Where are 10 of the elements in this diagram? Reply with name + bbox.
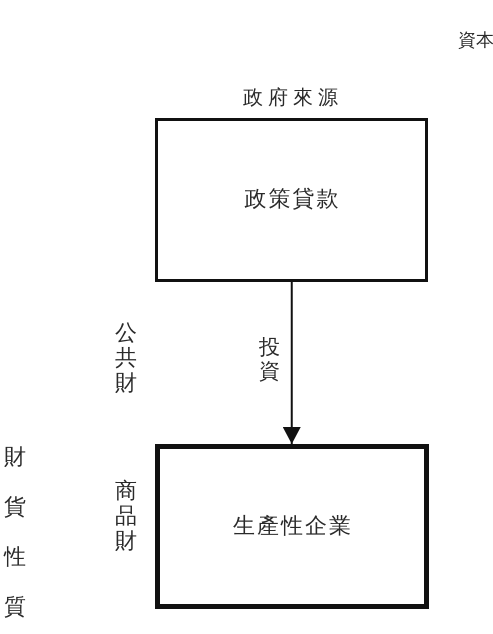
process-box [155, 118, 428, 282]
axis-title: 財貨性質 [4, 444, 26, 622]
row-heading: 商品財 [115, 479, 137, 554]
box-text: 生產性企業 [233, 516, 351, 538]
box-text: 政策貸款 [244, 189, 338, 211]
arrow [282, 282, 301, 444]
column-heading: 資本 [458, 32, 493, 50]
row-heading: 公共財 [115, 321, 137, 396]
process-box [155, 444, 429, 609]
edge-label: 投資 [258, 335, 280, 383]
